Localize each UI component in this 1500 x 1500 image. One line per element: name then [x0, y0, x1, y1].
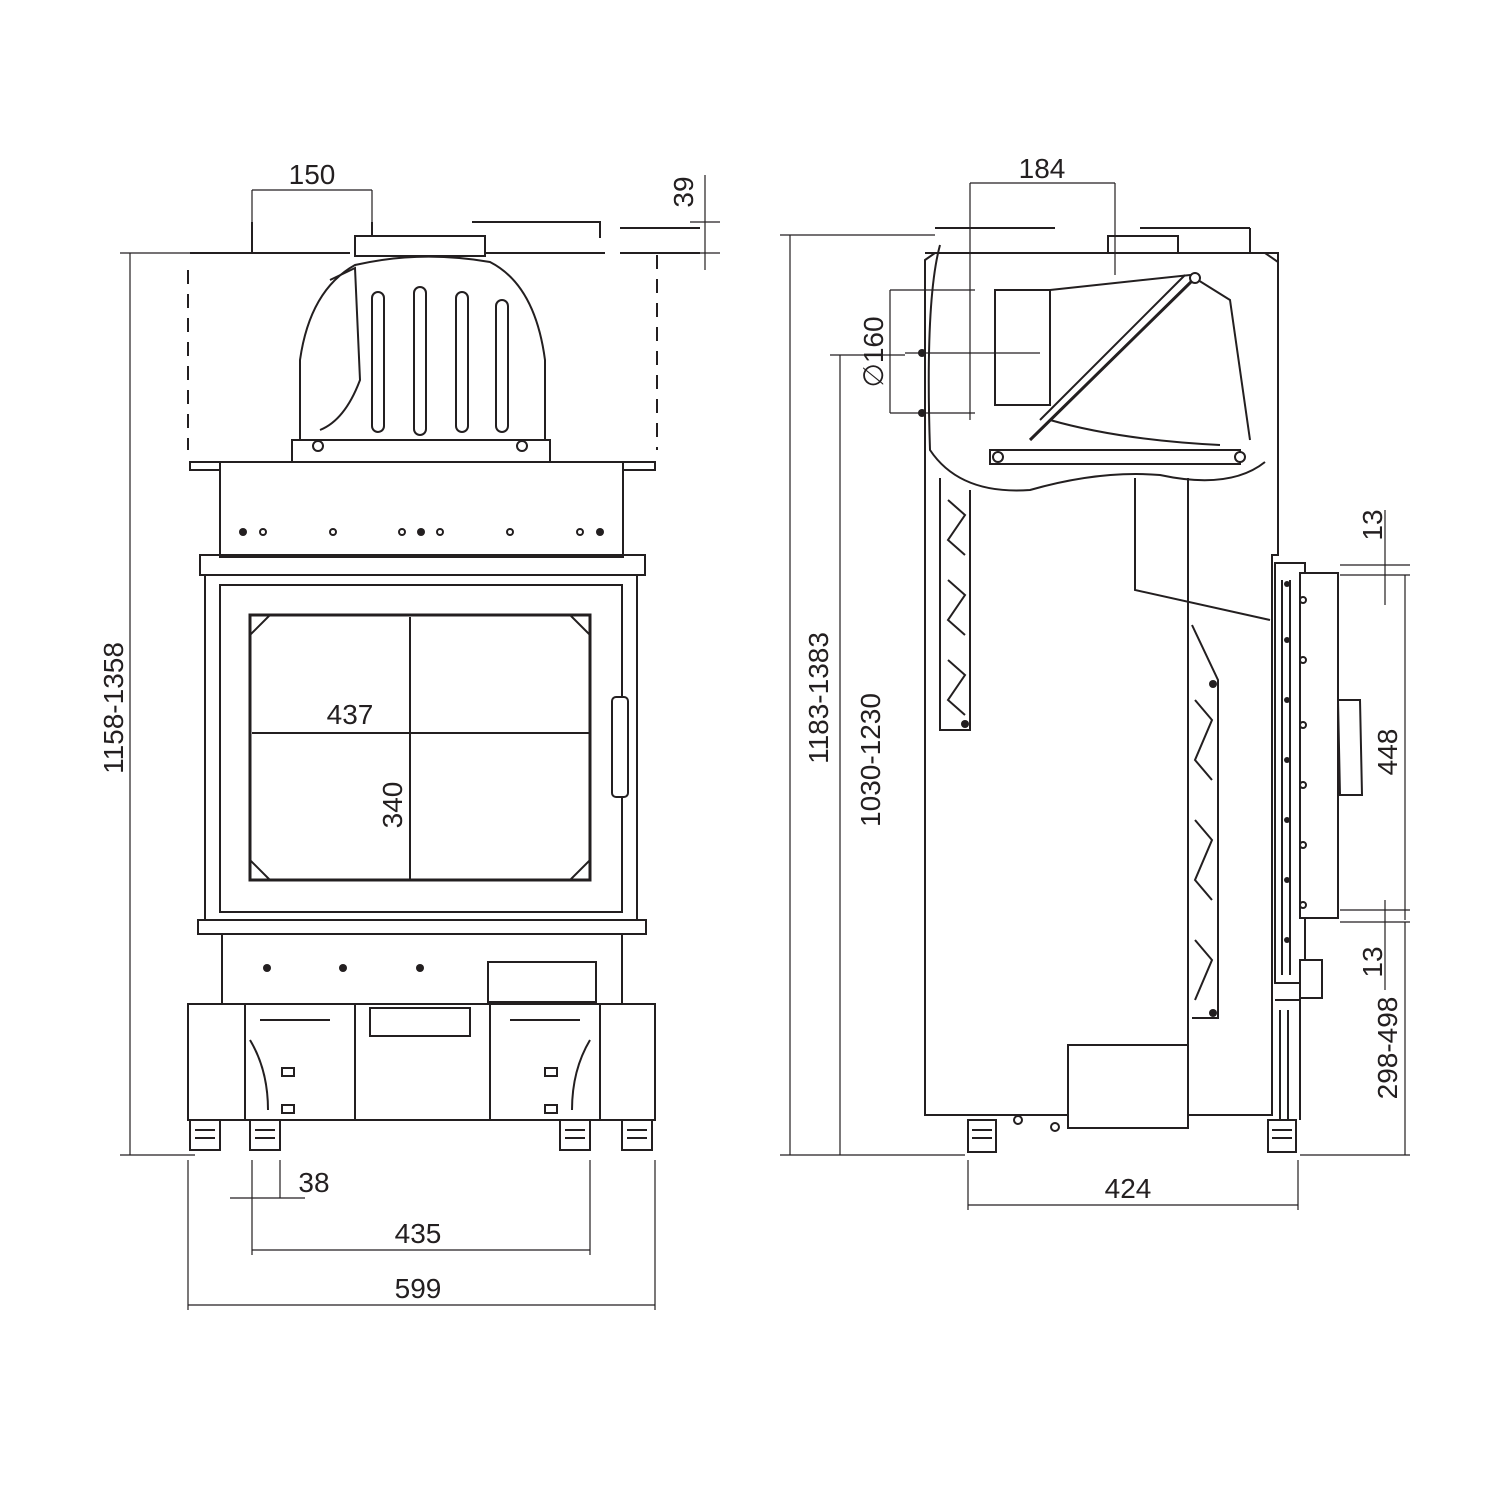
ash-box	[1067, 1044, 1189, 1129]
side-door-handle	[1336, 699, 1364, 796]
side-leg-front	[967, 1119, 997, 1153]
front-view: 150 39 1158-1358 437 340 38 435 599	[98, 159, 720, 1310]
top-panel-screws	[239, 528, 604, 536]
dim-top-offset: 39	[668, 176, 699, 207]
side-leg-rear	[1267, 1119, 1297, 1153]
dim-door-bottom-gap: 13	[1357, 946, 1388, 977]
door-handle	[611, 696, 629, 798]
front-legs	[189, 1119, 653, 1151]
door-hinge-dots	[1284, 581, 1307, 943]
dome-slots	[371, 286, 509, 436]
dim-outlet-center-height: 1030-1230	[855, 693, 886, 827]
side-body	[924, 252, 1279, 1116]
dim-door-base-height: 298-498	[1372, 997, 1403, 1100]
door-frame	[204, 574, 638, 921]
dim-door-height: 448	[1372, 729, 1403, 776]
dim-outlet-offset: 184	[1019, 153, 1066, 184]
dim-glass-height: 340	[377, 782, 408, 829]
dim-front-total-width: 599	[395, 1273, 442, 1304]
dim-front-total-height: 1158-1358	[98, 642, 129, 774]
convection-dome	[299, 255, 546, 446]
dim-top-outlet-width: 150	[289, 159, 336, 190]
dim-side-total-height: 1183-1383	[803, 632, 834, 764]
side-view: 184 ∅160 1183-1383 1030-1230 13 448 13 2…	[780, 153, 1410, 1210]
dim-door-top-gap: 13	[1357, 509, 1388, 540]
dim-side-total-depth: 424	[1105, 1173, 1152, 1204]
dim-foot-spacing: 435	[395, 1218, 442, 1249]
dim-glass-width: 437	[327, 699, 374, 730]
dim-outlet-diameter: ∅160	[858, 316, 889, 387]
dim-foot-width: 38	[298, 1167, 329, 1198]
